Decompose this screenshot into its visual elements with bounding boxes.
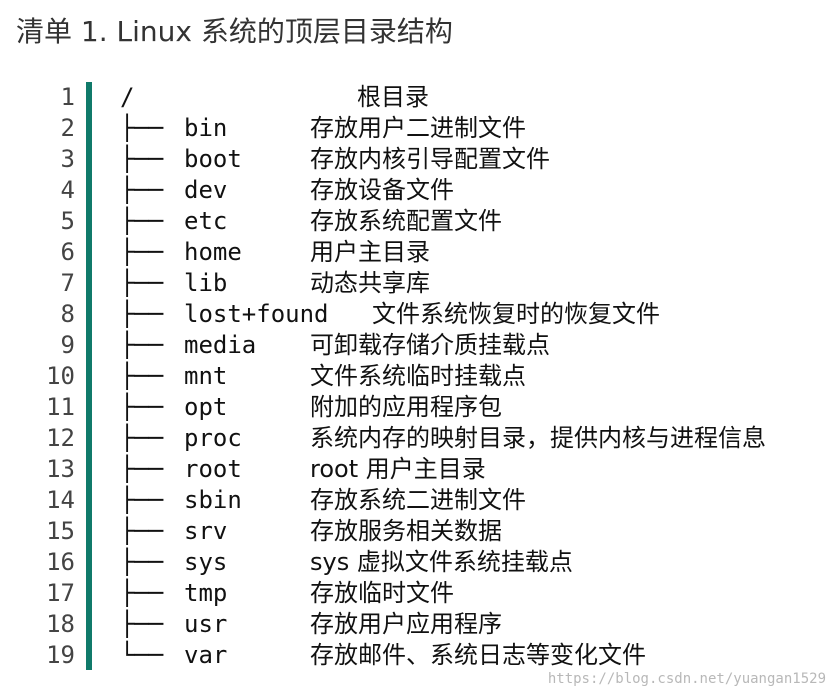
directory-desc: 存放内核引导配置文件	[310, 145, 550, 173]
line-number: 4	[60, 176, 75, 204]
code-line: 19 └── var 存放邮件、系统日志等变化文件	[0, 640, 836, 671]
directory-name: var	[184, 641, 228, 669]
directory-desc: 系统内存的映射目录，提供内核与进程信息	[310, 424, 766, 452]
root-desc: 根目录	[357, 83, 429, 111]
directory-desc: 文件系统恢复时的恢复文件	[372, 300, 660, 328]
line-number: 12	[46, 424, 75, 452]
tree-branch: ├──	[120, 269, 164, 297]
directory-desc: 存放临时文件	[310, 579, 454, 607]
directory-desc: 附加的应用程序包	[310, 393, 502, 421]
code-line: 4 ├── dev 存放设备文件	[0, 175, 836, 206]
tree-branch: ├──	[120, 548, 164, 576]
directory-name: etc	[184, 207, 228, 235]
directory-desc: 存放邮件、系统日志等变化文件	[310, 641, 646, 669]
directory-name: tmp	[184, 579, 228, 607]
line-number: 17	[46, 579, 75, 607]
tree-branch: └──	[120, 641, 164, 669]
tree-branch: ├──	[120, 300, 164, 328]
tree-branch: ├──	[120, 610, 164, 638]
code-line: 11 ├── opt 附加的应用程序包	[0, 392, 836, 423]
gutter-bar	[86, 82, 92, 670]
directory-desc: 文件系统临时挂载点	[310, 362, 526, 390]
code-line: 7 ├── lib 动态共享库	[0, 268, 836, 299]
line-number: 10	[46, 362, 75, 390]
tree-branch: ├──	[120, 207, 164, 235]
tree-branch: ├──	[120, 424, 164, 452]
line-number: 1	[60, 83, 75, 111]
tree-branch: ├──	[120, 486, 164, 514]
directory-desc: 动态共享库	[310, 269, 430, 297]
line-number: 3	[60, 145, 75, 173]
code-line: 16 ├── sys sys 虚拟文件系统挂载点	[0, 547, 836, 578]
code-line: 6 ├── home 用户主目录	[0, 237, 836, 268]
code-line: 8 ├── lost+found 文件系统恢复时的恢复文件	[0, 299, 836, 330]
directory-desc: 存放系统配置文件	[310, 207, 502, 235]
code-line: 5 ├── etc 存放系统配置文件	[0, 206, 836, 237]
line-number: 18	[46, 610, 75, 638]
code-line: 15 ├── srv 存放服务相关数据	[0, 516, 836, 547]
root-path: /	[120, 83, 135, 111]
watermark: https://blog.csdn.net/yuangan1529	[547, 671, 826, 687]
line-number: 7	[60, 269, 75, 297]
directory-desc: 存放用户二进制文件	[310, 114, 526, 142]
line-number: 2	[60, 114, 75, 142]
directory-name: lost+found	[184, 300, 329, 328]
line-number: 13	[46, 455, 75, 483]
directory-name: bin	[184, 114, 228, 142]
tree-branch: ├──	[120, 145, 164, 173]
directory-desc: root 用户主目录	[310, 455, 486, 483]
directory-desc: 存放服务相关数据	[310, 517, 502, 545]
directory-name: sys	[184, 548, 228, 576]
directory-name: usr	[184, 610, 228, 638]
directory-desc: 存放用户应用程序	[310, 610, 502, 638]
directory-desc: 用户主目录	[310, 238, 430, 266]
tree-branch: ├──	[120, 393, 164, 421]
directory-name: home	[184, 238, 242, 266]
directory-desc: sys 虚拟文件系统挂载点	[310, 548, 573, 576]
code-line: 9 ├── media 可卸载存储介质挂载点	[0, 330, 836, 361]
line-number: 5	[60, 207, 75, 235]
directory-name: proc	[184, 424, 242, 452]
directory-desc: 可卸载存储介质挂载点	[310, 331, 550, 359]
code-line: 14 ├── sbin 存放系统二进制文件	[0, 485, 836, 516]
directory-name: dev	[184, 176, 228, 204]
directory-desc: 存放设备文件	[310, 176, 454, 204]
directory-name: media	[184, 331, 257, 359]
code-line: 10 ├── mnt 文件系统临时挂载点	[0, 361, 836, 392]
tree-branch: ├──	[120, 517, 164, 545]
directory-name: lib	[184, 269, 228, 297]
line-number: 9	[60, 331, 75, 359]
code-line: 17 ├── tmp 存放临时文件	[0, 578, 836, 609]
directory-name: mnt	[184, 362, 228, 390]
directory-name: root	[184, 455, 242, 483]
code-line: 2 ├── bin 存放用户二进制文件	[0, 113, 836, 144]
directory-name: sbin	[184, 486, 242, 514]
directory-desc: 存放系统二进制文件	[310, 486, 526, 514]
directory-name: opt	[184, 393, 228, 421]
code-line: 18 ├── usr 存放用户应用程序	[0, 609, 836, 640]
tree-branch: ├──	[120, 362, 164, 390]
line-number: 15	[46, 517, 75, 545]
listing-title: 清单 1. Linux 系统的顶层目录结构	[16, 15, 453, 48]
tree-branch: ├──	[120, 331, 164, 359]
line-number: 8	[60, 300, 75, 328]
code-line-root: 1 / 根目录	[0, 82, 836, 113]
line-number: 16	[46, 548, 75, 576]
line-number: 19	[46, 641, 75, 669]
code-line: 12 ├── proc 系统内存的映射目录，提供内核与进程信息	[0, 423, 836, 454]
directory-name: boot	[184, 145, 242, 173]
line-number: 11	[46, 393, 75, 421]
directory-name: srv	[184, 517, 228, 545]
line-number: 6	[60, 238, 75, 266]
tree-branch: ├──	[120, 579, 164, 607]
line-number: 14	[46, 486, 75, 514]
tree-branch: ├──	[120, 455, 164, 483]
tree-branch: ├──	[120, 238, 164, 266]
code-line: 13 ├── root root 用户主目录	[0, 454, 836, 485]
code-line: 3 ├── boot 存放内核引导配置文件	[0, 144, 836, 175]
tree-branch: ├──	[120, 114, 164, 142]
tree-branch: ├──	[120, 176, 164, 204]
code-listing: 1 / 根目录 2 ├── bin 存放用户二进制文件 3 ├── boot 存放内核引导配置…	[0, 82, 836, 672]
